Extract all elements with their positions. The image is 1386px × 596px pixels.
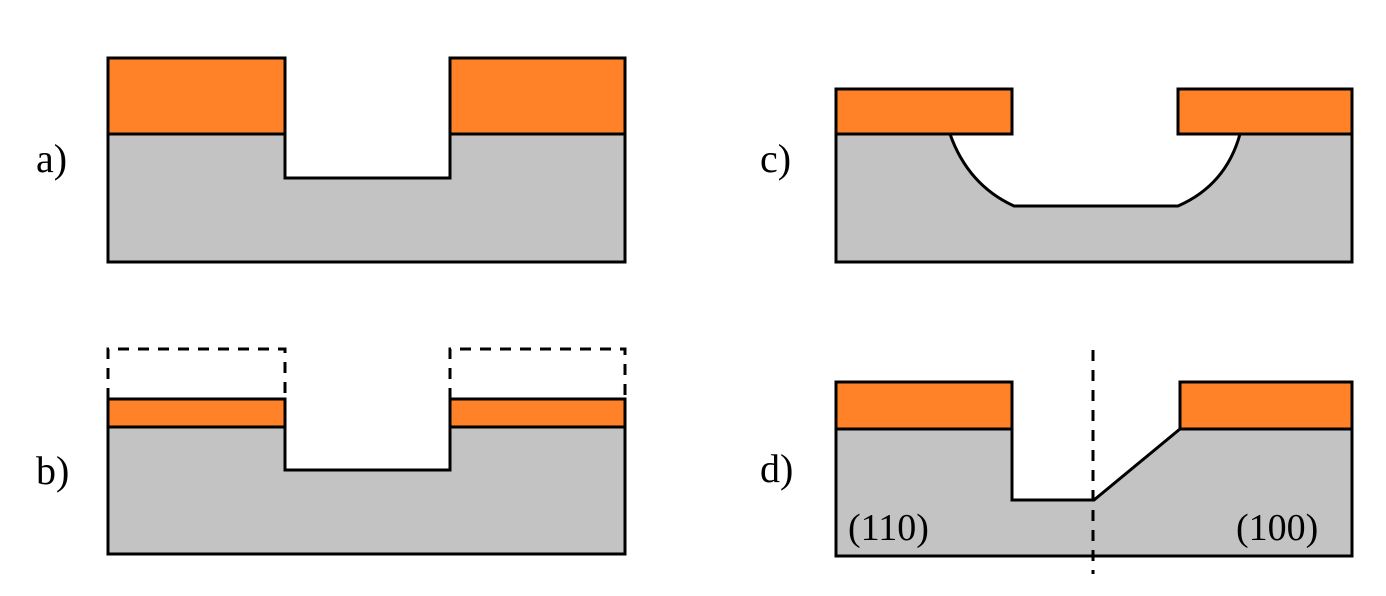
panel-b-original-mask-right (448, 347, 627, 399)
panel-d-label: d) (760, 446, 793, 491)
panel-b-mask-right (448, 397, 627, 429)
panel-d-mask-left (834, 380, 1014, 431)
panel-d-mask-right (1178, 380, 1354, 431)
panel-b-label: b) (36, 448, 69, 493)
panel-c-mask-right (1176, 87, 1354, 136)
panel-a: a) (36, 56, 627, 264)
panel-a-substrate (106, 132, 627, 264)
panel-a-mask-left (106, 56, 287, 136)
panel-d-plane-right-label: (100) (1236, 507, 1318, 549)
panel-a-mask-right (448, 56, 627, 136)
panel-d: (110) (100) d) (760, 350, 1354, 574)
panel-c: c) (760, 87, 1354, 264)
panel-c-label: c) (760, 136, 791, 181)
panel-c-substrate (834, 132, 1354, 264)
panel-b: b) (36, 347, 627, 556)
panel-c-mask-left (834, 87, 1014, 136)
panel-b-mask-left (106, 397, 287, 429)
panel-d-plane-left-label: (110) (848, 507, 929, 549)
panel-a-label: a) (36, 136, 67, 181)
panel-b-substrate (106, 425, 627, 556)
panel-b-original-mask-left (106, 347, 287, 399)
